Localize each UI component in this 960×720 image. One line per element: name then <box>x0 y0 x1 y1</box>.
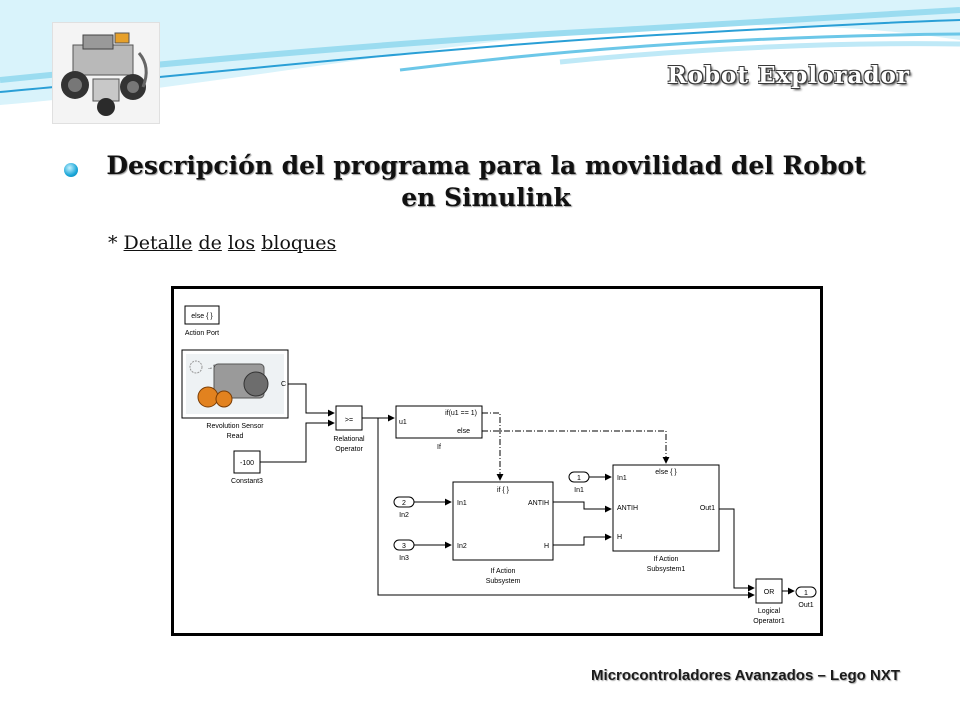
logical-caption-2: Operator1 <box>753 618 785 625</box>
constant-value: -100 <box>240 460 254 467</box>
slide-heading: Descripción del programa para la movilid… <box>86 150 886 214</box>
if-action-in1: In1 <box>457 500 467 507</box>
rotation-arrow-icon: →° <box>207 365 216 371</box>
if-action-out-antih: ANTIH <box>528 500 549 507</box>
constant-block[interactable]: -100 Constant3 <box>231 450 263 485</box>
if-condition-label: if(u1 == 1) <box>445 410 477 417</box>
if-block[interactable]: u1 if(u1 == 1) else If <box>395 405 483 451</box>
inport-in3-number: 3 <box>402 543 406 550</box>
inport-in1-number: 1 <box>577 475 581 482</box>
inport-in2-number: 2 <box>402 500 406 507</box>
action-port-block[interactable]: else { } Action Port <box>184 305 220 337</box>
relational-op-symbol: >= <box>345 417 353 424</box>
brand-title: Robot Explorador <box>667 62 910 89</box>
inport-in1[interactable]: 1 In1 <box>568 471 590 494</box>
relational-caption-1: Relational <box>333 436 365 443</box>
inport-in2[interactable]: 2 In2 <box>393 496 415 519</box>
if-action1-antih: ANTIH <box>617 505 638 512</box>
outport-number: 1 <box>804 590 808 597</box>
rev-sensor-caption-2: Read <box>227 433 244 440</box>
if-action-subsystem1-block[interactable]: else { } In1 ANTIH H Out1 If Action Subs… <box>612 464 720 573</box>
sub-word-bloques: bloques <box>261 232 337 254</box>
simulink-diagram: else { } Action Port →° C Revolution Sen… <box>171 286 823 636</box>
relational-operator-block[interactable]: >= Relational Operator <box>333 405 365 453</box>
if-action-title: if { } <box>497 487 510 494</box>
inport-in2-caption: In2 <box>399 512 409 519</box>
logical-operator-block[interactable]: OR Logical Operator1 <box>753 578 785 625</box>
if-action-in2: In2 <box>457 543 467 550</box>
if-caption: If <box>437 444 441 451</box>
if-else-label: else <box>457 428 470 435</box>
if-action1-caption-1: If Action <box>654 556 679 563</box>
sub-word-los: los <box>227 232 256 254</box>
footer-text: Microcontroladores Avanzados – Lego NXT <box>591 667 900 684</box>
header-swoosh <box>0 0 960 105</box>
if-action1-h: H <box>617 534 622 541</box>
outport-out1[interactable]: 1 Out1 <box>795 586 817 609</box>
subheading: * Detalle de los bloques <box>108 232 336 254</box>
sub-word-detalle: Detalle <box>123 232 193 254</box>
revolution-sensor-block[interactable]: →° C Revolution Sensor Read <box>181 349 289 440</box>
inport-in3-caption: In3 <box>399 555 409 562</box>
if-action-out-h: H <box>544 543 549 550</box>
inport-in1-caption: In1 <box>574 487 584 494</box>
if-action1-caption-2: Subsystem1 <box>647 566 686 573</box>
rev-sensor-port-label: C <box>281 381 286 388</box>
sub-prefix: * <box>108 232 124 254</box>
if-action1-in1: In1 <box>617 475 627 482</box>
if-action-caption-2: Subsystem <box>486 578 521 585</box>
logical-caption-1: Logical <box>758 608 781 615</box>
robot-image <box>52 22 160 124</box>
inport-in3[interactable]: 3 In3 <box>393 539 415 562</box>
if-action1-title: else { } <box>655 469 677 476</box>
sub-word-de: de <box>198 232 222 254</box>
bullet-icon <box>64 163 78 177</box>
heading-line-1: Descripción del programa para la movilid… <box>106 151 866 180</box>
rev-sensor-caption-1: Revolution Sensor <box>206 423 264 430</box>
outport-caption: Out1 <box>798 602 813 609</box>
if-action-subsystem-block[interactable]: if { } In1 In2 ANTIH H If Action Subsyst… <box>452 481 554 585</box>
relational-caption-2: Operator <box>335 446 363 453</box>
logical-op-symbol: OR <box>764 589 775 596</box>
action-port-label: else { } <box>191 313 213 320</box>
if-action-caption-1: If Action <box>491 568 516 575</box>
signal-lines <box>260 383 795 599</box>
if-action1-out1: Out1 <box>700 505 715 512</box>
if-input-label: u1 <box>399 419 407 426</box>
constant-caption: Constant3 <box>231 478 263 485</box>
action-port-caption: Action Port <box>185 330 219 337</box>
heading-line-2: en Simulink <box>401 183 571 212</box>
